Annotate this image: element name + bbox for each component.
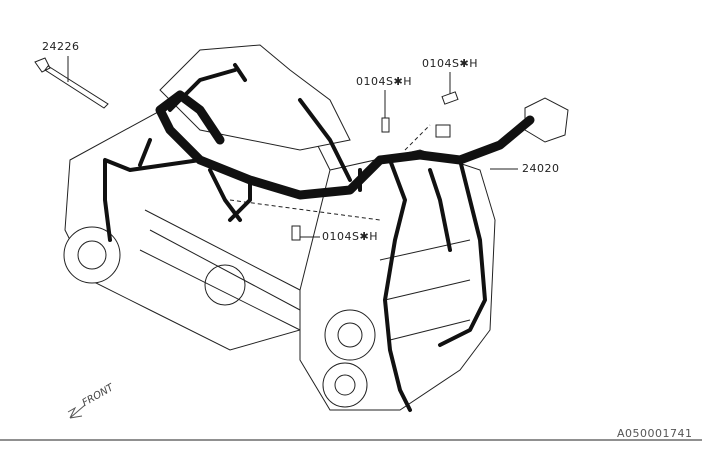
bolt — [291, 225, 301, 241]
callout-24020: 24020 — [522, 162, 560, 175]
bolt — [441, 91, 459, 105]
cable-tie — [34, 57, 109, 109]
diagram-id: A050001741 — [617, 427, 693, 440]
callout-bolt-center: 0104S✱H — [322, 230, 378, 243]
callout-bolt-left: 0104S✱H — [356, 75, 412, 88]
wire-harness — [155, 90, 535, 200]
callout-24226: 24226 — [42, 40, 80, 53]
front-arrow-icon — [67, 404, 86, 419]
callout-bolt-right: 0104S✱H — [422, 57, 478, 70]
bolt — [381, 117, 390, 133]
